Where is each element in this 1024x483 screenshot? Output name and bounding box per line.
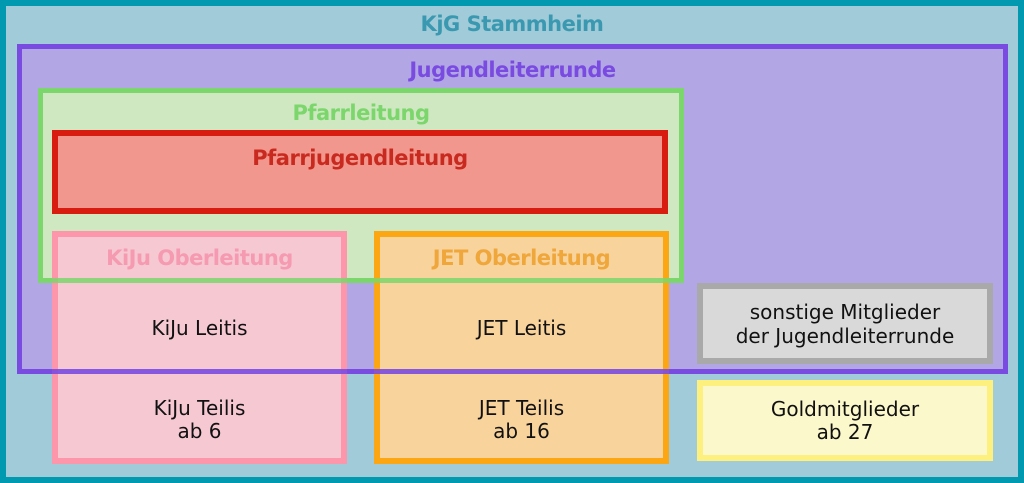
- jet-leitis-label: JET Leitis: [476, 316, 567, 340]
- kiju-leitis-label: KiJu Leitis: [151, 316, 248, 340]
- sonstige-line2: der Jugendleiterrunde: [735, 324, 955, 348]
- kiju-oberleitung-title: KiJu Oberleitung: [106, 246, 293, 270]
- gold-line1: Goldmitglieder: [770, 397, 920, 421]
- pfarrleitung-bottom-border: [38, 278, 684, 283]
- kiju-box: KiJu Oberleitung KiJu Leitis KiJu Teilis…: [52, 231, 347, 464]
- gold-line2: ab 27: [816, 420, 874, 444]
- jugendleiterrunde-title: Jugendleiterrunde: [409, 58, 616, 82]
- jet-teilis-age: ab 16: [493, 419, 550, 443]
- jet-oberleitung-title: JET Oberleitung: [432, 246, 611, 270]
- goldmitglieder-box: Goldmitglieder ab 27: [697, 380, 993, 461]
- jet-box: JET Oberleitung JET Leitis JET Teilis ab…: [374, 231, 669, 464]
- pfarrjugendleitung-box: Pfarrjugendleitung: [52, 130, 668, 214]
- kiju-teilis-label: KiJu Teilis: [153, 396, 246, 420]
- pfarrleitung-title: Pfarrleitung: [292, 101, 430, 125]
- jugendleiterrunde-bottom-border: [17, 369, 1008, 374]
- sonstige-mitglieder-box: sonstige Mitglieder der Jugendleiterrund…: [697, 283, 993, 364]
- kiju-teilis-age: ab 6: [177, 419, 222, 443]
- sonstige-line1: sonstige Mitglieder: [749, 300, 941, 324]
- pfarrjugendleitung-title: Pfarrjugendleitung: [252, 146, 468, 170]
- kjg-stammheim-title: KjG Stammheim: [420, 12, 604, 36]
- jet-teilis-label: JET Teilis: [478, 396, 565, 420]
